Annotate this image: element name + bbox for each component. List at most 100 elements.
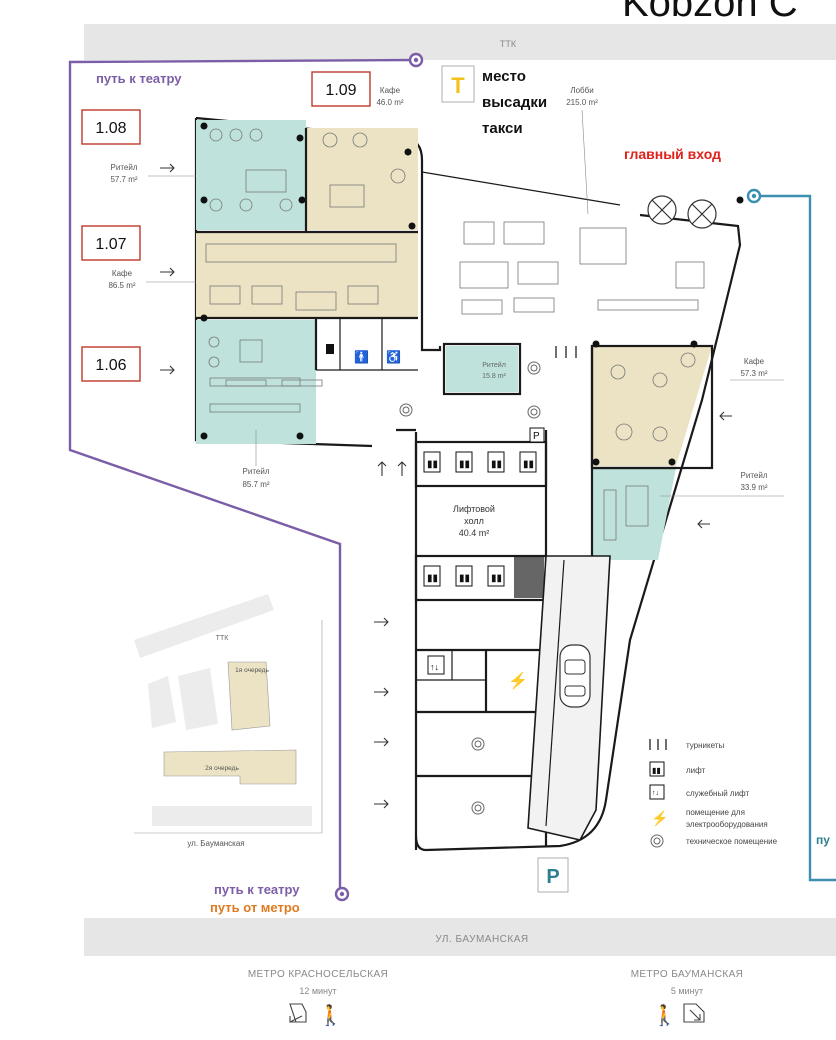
svg-text:ТТК: ТТК [216,635,230,642]
lift-glyphs: ▮▮ ▮▮ ▮▮ ▮▮ ▮▮ ▮▮ ▮▮ ↑↓ [427,459,534,672]
svg-text:1.08: 1.08 [95,120,126,137]
car-icon [559,644,591,708]
page-title: Kobzon C [622,0,798,25]
svg-text:служебный лифт: служебный лифт [686,789,749,798]
svg-text:86.5 m²: 86.5 m² [108,281,135,290]
svg-text:▮▮: ▮▮ [459,459,470,470]
wc-icons: 🚹 ♿ [326,344,401,364]
taxi-label-3: такси [482,120,523,137]
path-theater-label-bottom: путь к театру [214,882,300,897]
svg-text:40.4 m²: 40.4 m² [459,528,490,538]
svg-text:Ритейл: Ритейл [111,163,138,172]
svg-text:МЕТРО КРАСНОСЕЛЬСКАЯ: МЕТРО КРАСНОСЕЛЬСКАЯ [248,969,388,980]
svg-text:85.7 m²: 85.7 m² [242,480,269,489]
svg-text:P: P [546,866,559,888]
unit-box-106: 1.06 [81,346,141,382]
svg-text:ул. Бауманская: ул. Бауманская [187,839,244,848]
svg-text:↑↓: ↑↓ [652,790,659,797]
walking-person-icon-2: 🚶 [652,1003,677,1027]
taxi-label-2: высадки [482,94,547,111]
svg-text:Ритейл: Ритейл [243,467,270,476]
svg-text:лифт: лифт [686,766,706,775]
svg-text:33.9 m²: 33.9 m² [740,483,767,492]
svg-text:▮▮: ▮▮ [427,573,438,584]
svg-text:57.7 m²: 57.7 m² [110,175,137,184]
svg-text:5 минут: 5 минут [671,986,703,996]
street-band-bottom [84,918,836,956]
street-label-top: ТТК [500,39,517,49]
svg-text:Ритейл: Ритейл [482,361,506,369]
svg-text:↑↓: ↑↓ [430,662,439,672]
svg-text:Лифтовой: Лифтовой [453,504,495,514]
svg-text:▮▮: ▮▮ [652,766,661,775]
svg-text:2я очередь: 2я очередь [205,765,239,772]
svg-text:Ритейл: Ритейл [741,471,768,480]
stair-marker [529,427,545,443]
svg-text:♿: ♿ [386,350,401,364]
entrance-arrows [160,163,732,809]
room-cafe-86 [196,232,418,318]
columns [200,122,744,466]
turnstile-icon [649,739,667,750]
walking-person-icon: 🚶 [318,1003,343,1027]
lift-icons [423,451,537,675]
unit-box-107: 1.07 [81,225,141,261]
svg-text:P: P [533,431,540,442]
svg-text:🚹: 🚹 [354,350,369,364]
room-cafe-57 [592,346,712,466]
street-label-bottom: УЛ. БАУМАНСКАЯ [435,934,528,945]
legend: турникеты ▮▮ лифт ↑↓ служебный лифт ⚡ по… [649,739,778,848]
path-theater-label-top: путь к театру [96,71,182,86]
direction-arrow-icon-2 [683,1003,705,1023]
taxi-icon: T [441,65,475,103]
service-lift-icon [649,784,665,800]
svg-text:Кафе: Кафе [380,86,401,95]
svg-text:1я очередь: 1я очередь [235,667,269,674]
svg-text:12 минут: 12 минут [299,986,336,996]
tech-room-icon [650,834,664,848]
lobby-turnstiles [555,346,577,358]
parking-icon: P [537,857,569,893]
svg-text:Кафе: Кафе [744,357,765,366]
lift-icon [649,761,665,777]
svg-text:215.0 m²: 215.0 m² [566,98,598,107]
svg-text:1.06: 1.06 [95,357,126,374]
room-retail-33 [592,468,676,560]
svg-text:холл: холл [464,516,484,526]
svg-text:▮▮: ▮▮ [491,459,502,470]
taxi-label-1: место [482,68,526,85]
svg-text:▮▮: ▮▮ [523,459,534,470]
revolving-doors [647,195,717,229]
room-retail-57 [196,120,306,230]
svg-text:Кафе: Кафе [112,269,133,278]
svg-text:Лобби: Лобби [570,86,593,95]
svg-text:▮▮: ▮▮ [459,573,470,584]
unit-box-108: 1.08 [81,109,141,145]
svg-text:МЕТРО БАУМАНСКАЯ: МЕТРО БАУМАНСКАЯ [631,969,744,980]
svg-text:▮▮: ▮▮ [491,573,502,584]
path-to-theater [68,52,424,902]
svg-text:1.09: 1.09 [325,82,356,99]
svg-text:электрооборудования: электрооборудования [686,820,768,829]
shaft [514,556,544,598]
lightning-icon-legend: ⚡ [651,810,668,827]
metro-baumanskaya: МЕТРО БАУМАНСКАЯ 5 минут 🚶 [631,969,744,1027]
path-metro-label: путь от метро [210,900,300,915]
svg-text:57.3 m²: 57.3 m² [740,369,767,378]
street-band-top [84,24,836,60]
interior-walls [196,128,714,846]
svg-text:1.07: 1.07 [95,236,126,253]
direction-arrow-icon [289,1003,307,1023]
metro-krasnoselskaya: МЕТРО КРАСНОСЕЛЬСКАЯ 12 минут 🚶 [248,969,388,1027]
svg-text:T: T [451,73,465,98]
svg-text:техническое помещение: техническое помещение [686,837,778,846]
svg-text:▮▮: ▮▮ [427,459,438,470]
svg-text:46.0 m²: 46.0 m² [376,98,403,107]
tech-room-icons [399,361,541,815]
main-entrance-label: главный вход [624,146,721,162]
furniture [205,128,705,541]
svg-text:турникеты: турникеты [686,741,724,750]
leader-lines [146,109,784,497]
path-blue [746,188,836,882]
